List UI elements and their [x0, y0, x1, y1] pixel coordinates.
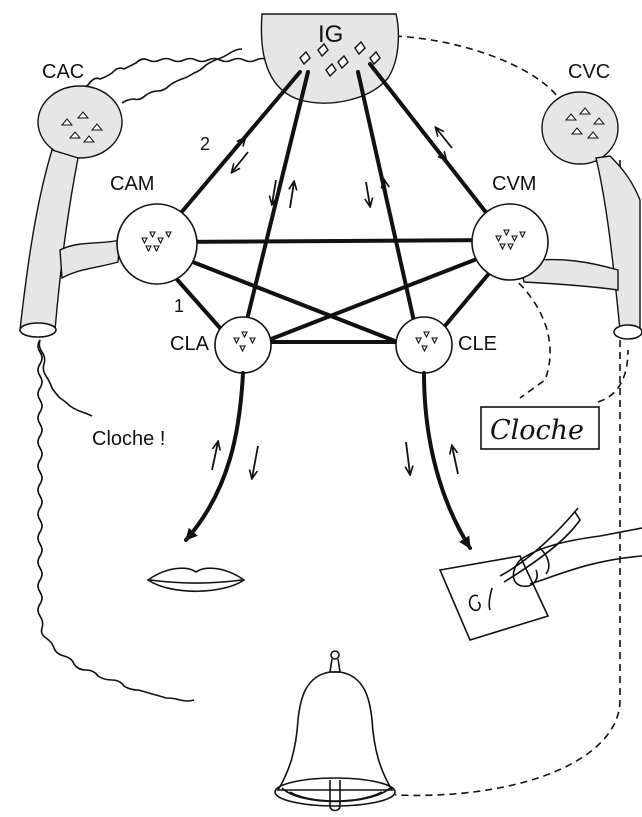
cac-label: CAC	[42, 61, 84, 83]
ig-label: IG	[318, 21, 343, 48]
cloche-speech-wavy	[39, 340, 92, 416]
cle-node	[396, 317, 452, 373]
lips-icon	[148, 568, 244, 591]
cvm-label: CVM	[492, 173, 536, 195]
cla-label: CLA	[170, 333, 210, 355]
cle-to-hand	[424, 373, 470, 548]
written-word-label: Cloche	[490, 415, 584, 446]
cla-node	[215, 317, 271, 373]
direction-arrows	[228, 128, 452, 208]
cam-label: CAM	[110, 173, 154, 195]
cloche-to-cvc-dashed	[598, 350, 628, 402]
bell-icon	[275, 651, 395, 811]
connections	[158, 64, 506, 350]
path-2-label: 2	[200, 134, 210, 154]
cam-node	[117, 204, 197, 284]
auditory-circuit-wavy-left	[38, 340, 194, 701]
cac-to-ig-wavy	[122, 49, 242, 103]
path-1-label: 1	[174, 296, 184, 316]
cvc-label: CVC	[568, 61, 610, 83]
cvm-to-cloche-dashed	[510, 275, 550, 398]
ear-icon	[20, 86, 122, 337]
cvm-node	[472, 204, 548, 280]
writing-hand-icon	[440, 508, 642, 640]
cle-label: CLE	[458, 333, 497, 355]
spoken-word-label: Cloche !	[92, 428, 165, 450]
auditory-circuit-wavy	[78, 59, 268, 94]
